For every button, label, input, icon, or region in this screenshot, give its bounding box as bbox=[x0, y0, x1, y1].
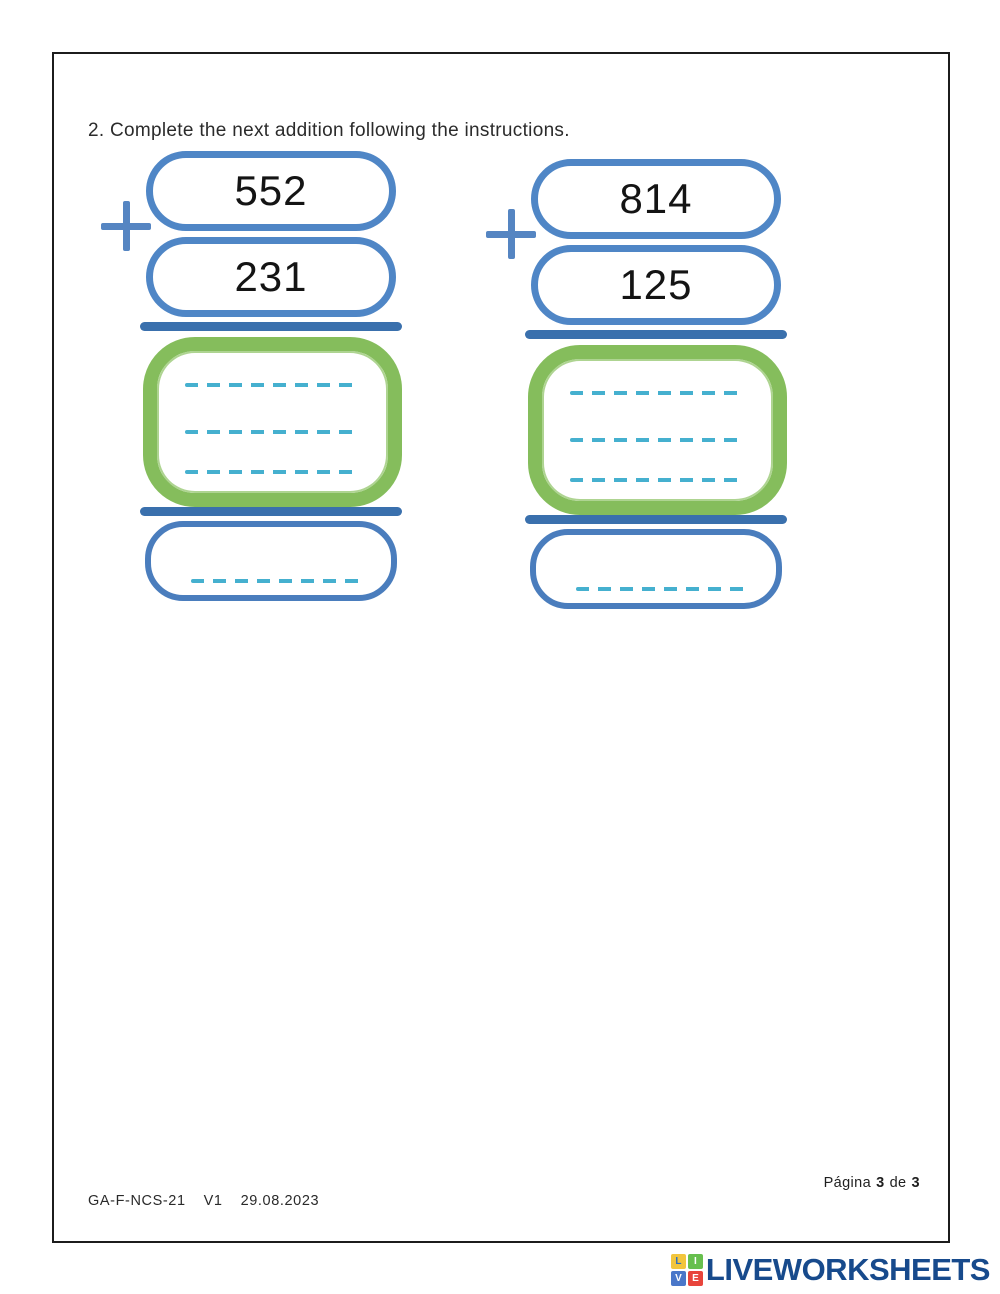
footer-version: V1 bbox=[203, 1193, 223, 1209]
sum-line bbox=[140, 507, 402, 516]
plus-icon bbox=[486, 209, 536, 259]
addend-value: 125 bbox=[619, 261, 693, 308]
pagination-current: 3 bbox=[876, 1175, 885, 1191]
carry-work-answer-box[interactable] bbox=[143, 337, 402, 507]
sum-line bbox=[525, 515, 787, 524]
liveworksheets-logo[interactable]: L I V E LIVEWORKSHEETS bbox=[670, 1252, 991, 1288]
plus-icon bbox=[101, 201, 151, 251]
carry-work-answer-box[interactable] bbox=[528, 345, 787, 515]
pagination-total: 3 bbox=[911, 1175, 920, 1191]
logo-tile-v: V bbox=[670, 1271, 686, 1286]
exercise-title: 2. Complete the next addition following … bbox=[88, 120, 570, 141]
logo-tile-l: L bbox=[670, 1254, 686, 1269]
addend-value: 552 bbox=[234, 167, 308, 214]
addition-problem-2: 814 125 bbox=[486, 159, 794, 614]
addend-value: 814 bbox=[619, 175, 693, 222]
page-number: Página 3 de 3 bbox=[824, 1175, 920, 1191]
result-dash-line[interactable] bbox=[576, 587, 748, 591]
logo-tile-i: I bbox=[687, 1254, 703, 1269]
sum-line bbox=[140, 322, 402, 331]
answer-dash-line[interactable] bbox=[185, 470, 357, 474]
result-answer-pill[interactable] bbox=[145, 521, 397, 601]
answer-dash-line[interactable] bbox=[570, 478, 742, 482]
answer-dash-line[interactable] bbox=[185, 383, 357, 387]
addend-pill: 552 bbox=[146, 151, 396, 231]
sum-line bbox=[525, 330, 787, 339]
footer-document-code: GA-F-NCS-21 bbox=[88, 1193, 186, 1209]
footer-date: 29.08.2023 bbox=[240, 1193, 320, 1209]
pagination-label: Página bbox=[823, 1175, 872, 1191]
footer-document-info: GA-F-NCS-21 V1 29.08.2023 bbox=[88, 1193, 319, 1209]
answer-dash-line[interactable] bbox=[570, 438, 742, 442]
result-dash-line[interactable] bbox=[191, 579, 363, 583]
logo-grid-icon: L I V E bbox=[670, 1254, 703, 1286]
logo-text: LIVEWORKSHEETS bbox=[705, 1252, 991, 1287]
addend-pill: 231 bbox=[146, 237, 396, 317]
addend-value: 231 bbox=[234, 253, 308, 300]
addition-problem-1: 552 231 bbox=[101, 151, 409, 606]
result-answer-pill[interactable] bbox=[530, 529, 782, 609]
answer-dash-line[interactable] bbox=[185, 430, 357, 434]
answer-dash-line[interactable] bbox=[570, 391, 742, 395]
pagination-separator: de bbox=[889, 1175, 907, 1191]
addend-pill: 814 bbox=[531, 159, 781, 239]
addend-pill: 125 bbox=[531, 245, 781, 325]
logo-tile-e: E bbox=[687, 1271, 703, 1286]
